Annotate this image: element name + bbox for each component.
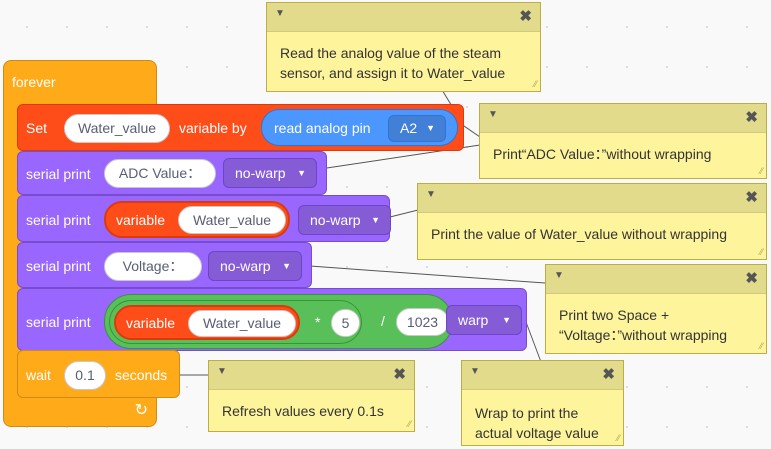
- comment-header[interactable]: ▼ ✖: [480, 104, 766, 133]
- collapse-triangle-icon[interactable]: ▼: [426, 189, 436, 200]
- comment-text[interactable]: Print“ADC Value：”without wrapping: [493, 146, 712, 162]
- wrap-mode-value: no-warp: [310, 212, 361, 228]
- print-text-input[interactable]: Voltage：: [104, 252, 202, 281]
- close-icon[interactable]: ✖: [519, 8, 532, 25]
- variable-name-input[interactable]: Water_value: [64, 114, 170, 143]
- close-icon[interactable]: ✖: [602, 366, 615, 383]
- forever-label: forever: [12, 74, 56, 90]
- divide-operator-symbol: /: [381, 313, 385, 329]
- close-icon[interactable]: ✖: [745, 109, 758, 126]
- divide-value-input[interactable]: 1023: [396, 308, 449, 336]
- wrap-mode-value: warp: [458, 312, 489, 328]
- wait-seconds-input[interactable]: 0.1: [64, 361, 106, 390]
- comment-note-steam-sensor[interactable]: ▼ ✖ Read the analog value of the steam s…: [266, 2, 541, 92]
- comment-text[interactable]: Wrap to print the actual voltage value: [475, 405, 599, 441]
- serial-print-block-voltage[interactable]: serial print Voltage： no-warp ▼: [17, 242, 312, 288]
- resize-handle-icon[interactable]: ⁄⁄: [759, 341, 763, 351]
- comment-note-water-value[interactable]: ▼ ✖ Print the value of Water_value witho…: [417, 183, 767, 260]
- serial-print-block-calculation[interactable]: serial print variable Water_value * 5 / …: [17, 288, 527, 351]
- chevron-down-icon: ▼: [282, 261, 291, 271]
- read-analog-pin-label: read analog pin: [274, 120, 371, 136]
- analog-pin-dropdown[interactable]: A2 ▼: [388, 115, 446, 142]
- chevron-down-icon: ▼: [297, 168, 306, 178]
- wrap-mode-value: no-warp: [220, 258, 271, 274]
- comment-text[interactable]: Print two Space + “Voltage：”without wrap…: [559, 307, 728, 343]
- serial-print-label: serial print: [26, 166, 91, 182]
- pin-value: A2: [400, 120, 418, 136]
- variable-by-label: variable by: [179, 120, 247, 136]
- comment-header[interactable]: ▼ ✖: [209, 361, 414, 390]
- collapse-triangle-icon[interactable]: ▼: [217, 366, 227, 377]
- comment-header[interactable]: ▼ ✖: [462, 361, 623, 390]
- wrap-mode-dropdown[interactable]: no-warp ▼: [208, 251, 302, 281]
- wait-block[interactable]: wait 0.1 seconds: [17, 350, 180, 398]
- comment-note-wrap[interactable]: ▼ ✖ Wrap to print the actual voltage val…: [461, 360, 624, 446]
- multiply-operator-symbol: *: [315, 314, 321, 330]
- close-icon[interactable]: ✖: [745, 189, 758, 206]
- variable-name-input[interactable]: Water_value: [178, 206, 286, 234]
- serial-print-label: serial print: [26, 314, 91, 330]
- comment-note-voltage[interactable]: ▼ ✖ Print two Space + “Voltage：”without …: [545, 264, 767, 354]
- close-icon[interactable]: ✖: [745, 270, 758, 287]
- comment-note-refresh[interactable]: ▼ ✖ Refresh values every 0.1s ⁄⁄: [208, 360, 415, 432]
- comment-text[interactable]: Refresh values every 0.1s: [222, 403, 384, 419]
- read-analog-pin-block[interactable]: read analog pin A2 ▼: [261, 109, 458, 146]
- serial-print-block-adc[interactable]: serial print ADC Value： no-warp ▼: [17, 151, 327, 195]
- loop-arrow-icon: ↻: [134, 402, 148, 419]
- variable-label: variable: [126, 315, 176, 331]
- variable-reporter[interactable]: variable Water_value: [114, 305, 300, 340]
- wrap-mode-dropdown[interactable]: no-warp ▼: [223, 158, 317, 188]
- resize-handle-icon[interactable]: ⁄⁄: [407, 419, 411, 429]
- chevron-down-icon: ▼: [426, 123, 435, 133]
- serial-print-label: serial print: [26, 258, 91, 274]
- chevron-down-icon: ▼: [502, 315, 511, 325]
- comment-header[interactable]: ▼ ✖: [546, 265, 766, 294]
- wrap-mode-dropdown[interactable]: no-warp ▼: [298, 205, 391, 235]
- seconds-label: seconds: [115, 367, 168, 383]
- variable-name-input[interactable]: Water_value: [188, 310, 296, 337]
- variable-reporter[interactable]: variable Water_value: [104, 201, 290, 238]
- set-variable-block[interactable]: Set Water_value variable by read analog …: [17, 104, 464, 151]
- multiply-operator-block[interactable]: variable Water_value * 5: [109, 300, 362, 344]
- wrap-mode-dropdown[interactable]: warp ▼: [446, 305, 522, 335]
- collapse-triangle-icon[interactable]: ▼: [470, 366, 480, 377]
- chevron-down-icon: ▼: [371, 215, 380, 225]
- resize-handle-icon[interactable]: ⁄⁄: [533, 79, 537, 89]
- serial-print-label: serial print: [26, 212, 91, 228]
- collapse-triangle-icon[interactable]: ▼: [554, 270, 564, 281]
- resize-handle-icon[interactable]: ⁄⁄: [759, 166, 763, 176]
- serial-print-block-variable[interactable]: serial print variable Water_value no-war…: [17, 195, 391, 242]
- comment-text[interactable]: Read the analog value of the steam senso…: [280, 45, 506, 81]
- print-text-input[interactable]: ADC Value：: [104, 159, 216, 188]
- comment-note-adc-value[interactable]: ▼ ✖ Print“ADC Value：”without wrapping ⁄⁄: [479, 103, 767, 179]
- resize-handle-icon[interactable]: ⁄⁄: [616, 433, 620, 443]
- divide-operator-block[interactable]: variable Water_value * 5 / 1023: [104, 294, 453, 349]
- comment-header[interactable]: ▼ ✖: [267, 3, 540, 32]
- wrap-mode-value: no-warp: [235, 165, 286, 181]
- collapse-triangle-icon[interactable]: ▼: [275, 8, 285, 19]
- set-label: Set: [26, 120, 48, 136]
- multiply-value-input[interactable]: 5: [331, 309, 360, 337]
- comment-header[interactable]: ▼ ✖: [418, 184, 766, 213]
- collapse-triangle-icon[interactable]: ▼: [488, 109, 498, 120]
- wait-label: wait: [26, 367, 51, 383]
- variable-label: variable: [116, 212, 166, 228]
- close-icon[interactable]: ✖: [393, 366, 406, 383]
- resize-handle-icon[interactable]: ⁄⁄: [759, 247, 763, 257]
- comment-text[interactable]: Print the value of Water_value without w…: [431, 226, 727, 242]
